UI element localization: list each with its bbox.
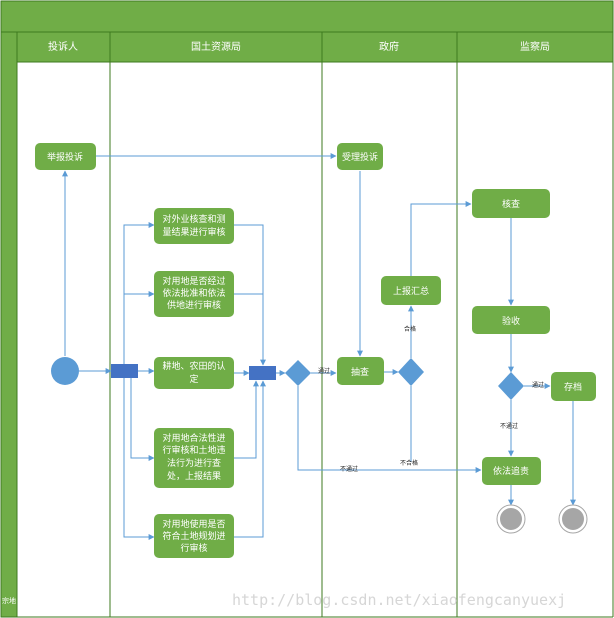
edge-survey-to-join — [234, 224, 266, 366]
watermark: http://blog.csdn.net/xiaofengcanyuexj — [232, 591, 566, 609]
node-label: 对用地合法性进 — [162, 432, 225, 444]
edge-label-not-qualified: 不合格 — [400, 459, 418, 467]
decision-node[interactable] — [285, 360, 311, 386]
node-label: 行审核 — [180, 542, 207, 554]
node-spot-check[interactable] — [337, 357, 384, 385]
node-label: 法行为进行查 — [167, 457, 221, 469]
lane-title-government: 政府 — [379, 40, 399, 53]
lane-title-supervision: 监察局 — [520, 40, 550, 53]
node-report-complaint[interactable] — [35, 143, 96, 170]
node-accept-complaint[interactable] — [337, 143, 383, 170]
edge-label-pass: 通过 — [318, 367, 330, 375]
edges — [62, 153, 576, 540]
node-label: 对外业核查和测 — [162, 213, 225, 225]
side-label-bar — [0, 31, 18, 618]
edge-decision-not-pass — [297, 386, 482, 473]
node-label: 验收 — [502, 315, 520, 327]
edge-label-pass: 通过 — [532, 381, 544, 389]
node-label: 上报汇总 — [393, 285, 429, 297]
lane-title-complainant: 投诉人 — [48, 40, 78, 53]
node-investigate[interactable] — [472, 189, 550, 218]
node-label: 对用地使用是否 — [162, 518, 225, 530]
node-legal-responsibility[interactable] — [482, 457, 541, 485]
node-acceptance[interactable] — [472, 306, 550, 334]
lane-header-government — [321, 31, 458, 63]
node-report-summary[interactable] — [381, 276, 441, 305]
end-node-inner — [500, 508, 522, 530]
decision-node[interactable] — [398, 358, 424, 386]
fork-bar — [111, 364, 138, 378]
node-label: 对用地是否经过 — [162, 275, 225, 287]
diagram-title-bar — [0, 0, 614, 33]
node-label: 核查 — [502, 198, 520, 210]
node-label: 依法追责 — [493, 465, 529, 477]
node-review-legality[interactable] — [154, 428, 234, 488]
edge-fork-to-planning — [123, 378, 155, 540]
edge-fork-to-survey — [123, 222, 155, 364]
lane-header-supervision — [456, 31, 614, 63]
edge-legality-to-join — [234, 380, 259, 459]
node-label: 存档 — [564, 381, 582, 393]
edge-labels: 通过 合格 通过 不通过 不合格 不通过 — [318, 325, 544, 473]
node-label: 供地进行审核 — [167, 299, 221, 311]
edge-planning-to-join — [234, 380, 266, 538]
start-node[interactable] — [51, 357, 79, 385]
edge-fork-to-legality — [130, 378, 155, 461]
edge-label-not-pass: 不通过 — [500, 422, 518, 430]
node-label: 定 — [189, 373, 198, 385]
node-label: 受理投诉 — [342, 151, 378, 163]
lane-header-land-bureau — [109, 31, 323, 63]
node-label: 行审核和土地违 — [162, 444, 225, 456]
node-label: 耕地、农田的认 — [162, 360, 225, 372]
node-archive[interactable] — [551, 372, 596, 401]
decision-node[interactable] — [498, 372, 524, 400]
side-label: 宗地 — [2, 596, 16, 605]
lane-title-land-bureau: 国土资源局 — [191, 40, 241, 53]
node-label: 抽查 — [351, 366, 369, 378]
node-review-approval[interactable] — [154, 271, 234, 317]
node-cultivated-land[interactable] — [154, 357, 234, 389]
node-review-survey[interactable] — [154, 208, 234, 244]
edge-label-qualified: 合格 — [404, 325, 416, 333]
node-label: 依法批准和依法 — [162, 287, 225, 299]
node-label: 符合土地规划进 — [162, 530, 225, 542]
end-node-inner — [562, 508, 584, 530]
node-label: 举报投诉 — [47, 151, 83, 163]
join-bar — [249, 366, 276, 380]
nodes: 举报投诉 受理投诉 对外业核查和测 量结果进行审核 对用地是否经过 依法批准和依… — [35, 143, 596, 558]
node-review-planning[interactable] — [154, 514, 234, 558]
edge-summary-to-investigate — [410, 201, 472, 276]
node-label: 处，上报结果 — [167, 470, 221, 482]
node-label: 量结果进行审核 — [162, 226, 225, 238]
edge-label-not-pass: 不通过 — [340, 465, 358, 473]
